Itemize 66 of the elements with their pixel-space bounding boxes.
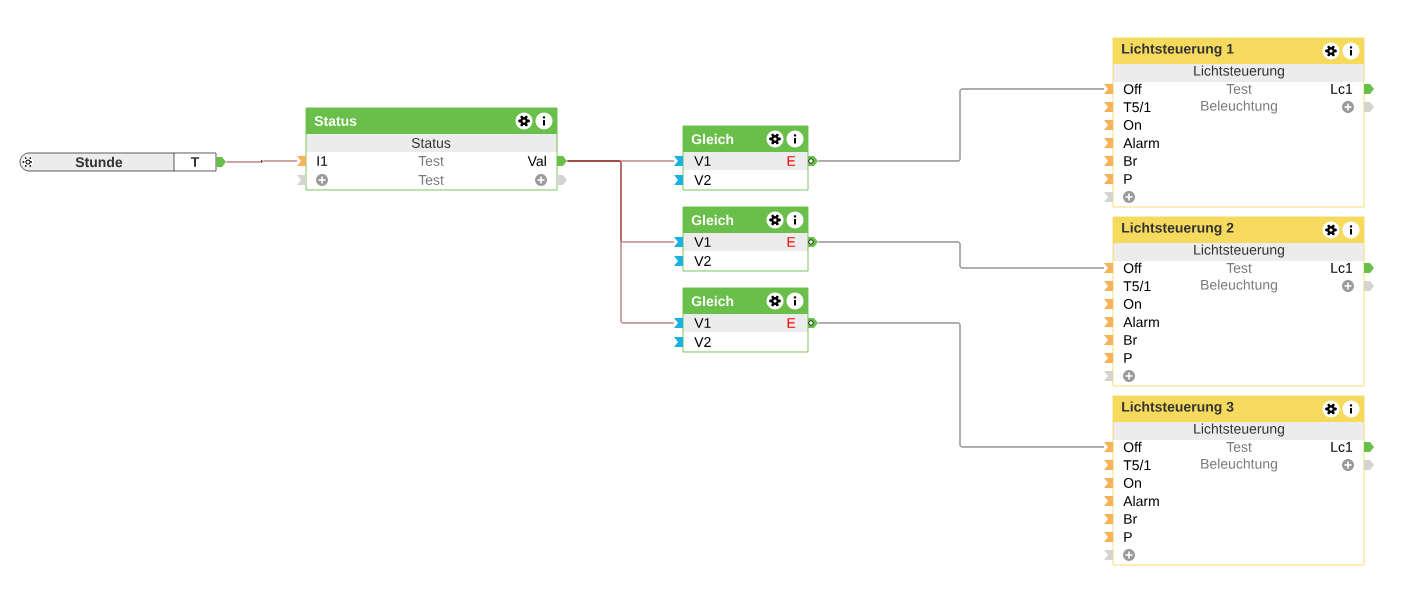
port-label: Alarm [1123,316,1159,328]
function-block [674,206,818,272]
port-label: Test [418,175,444,185]
port-label: V2 [694,256,711,266]
block-title: Gleich [691,214,734,226]
port-label: V2 [694,337,711,347]
block-title: Gleich [691,295,734,307]
function-block [1104,395,1374,566]
port-label: On [1123,120,1141,130]
block-title: Gleich [691,133,734,145]
port-label: On [1123,478,1141,488]
block-title: Lichtsteuerung 2 [1122,222,1234,236]
port-label: V1 [694,156,711,166]
port-label: P [1124,174,1132,184]
port-label: Test [1226,263,1252,273]
port-label: V1 [694,318,711,328]
connection-line [226,159,298,164]
port-label: T [190,157,200,167]
connection-line [818,322,1105,448]
port-label: Alarm [1123,137,1159,149]
connection-line [818,88,1105,162]
port-label: Test [1226,442,1252,452]
port-label: P [1124,532,1132,542]
port-label: Br [1124,156,1137,166]
port-label: Test [418,156,444,166]
port-label: Lc1 [1331,84,1353,94]
port-label: Alarm [1123,495,1159,507]
port-label: I1 [317,156,328,166]
function-block [674,125,818,191]
connection-line [818,241,1105,269]
port-label: T5/1 [1123,459,1151,471]
port-label: Val [527,155,546,167]
block-subtitle: Lichtsteuerung [1194,244,1284,258]
port-label: E [787,318,796,328]
block-title: Lichtsteuerung 1 [1122,43,1234,57]
connection-line [567,160,675,324]
port-label: V1 [694,237,711,247]
function-block [19,152,226,172]
block-title: Stunde [75,156,123,168]
port-label: Off [1123,262,1142,274]
block-title: Lichtsteuerung 3 [1122,401,1234,415]
port-label: Lc1 [1331,442,1353,452]
port-label: Br [1124,335,1137,345]
port-label: P [1124,353,1132,363]
port-label: Beleuchtung [1201,279,1277,293]
port-label: V2 [694,175,711,185]
port-label: On [1123,299,1141,309]
port-label: Beleuchtung [1201,458,1277,472]
function-block [297,107,567,191]
block-title: Status [314,116,357,126]
function-block [1104,37,1374,208]
port-label: E [787,156,796,166]
function-block [674,287,818,353]
block-subtitle: Status [411,138,451,148]
port-label: T5/1 [1123,101,1151,113]
port-label: Off [1123,441,1142,453]
port-label: T5/1 [1123,280,1151,292]
port-label: Off [1123,83,1142,95]
port-label: Lc1 [1331,263,1353,273]
port-label: E [787,237,796,247]
port-label: Br [1124,514,1137,524]
port-label: Test [1226,84,1252,94]
function-block [1104,216,1374,387]
block-subtitle: Lichtsteuerung [1194,423,1284,437]
port-label: Beleuchtung [1201,100,1277,114]
block-subtitle: Lichtsteuerung [1194,65,1284,79]
